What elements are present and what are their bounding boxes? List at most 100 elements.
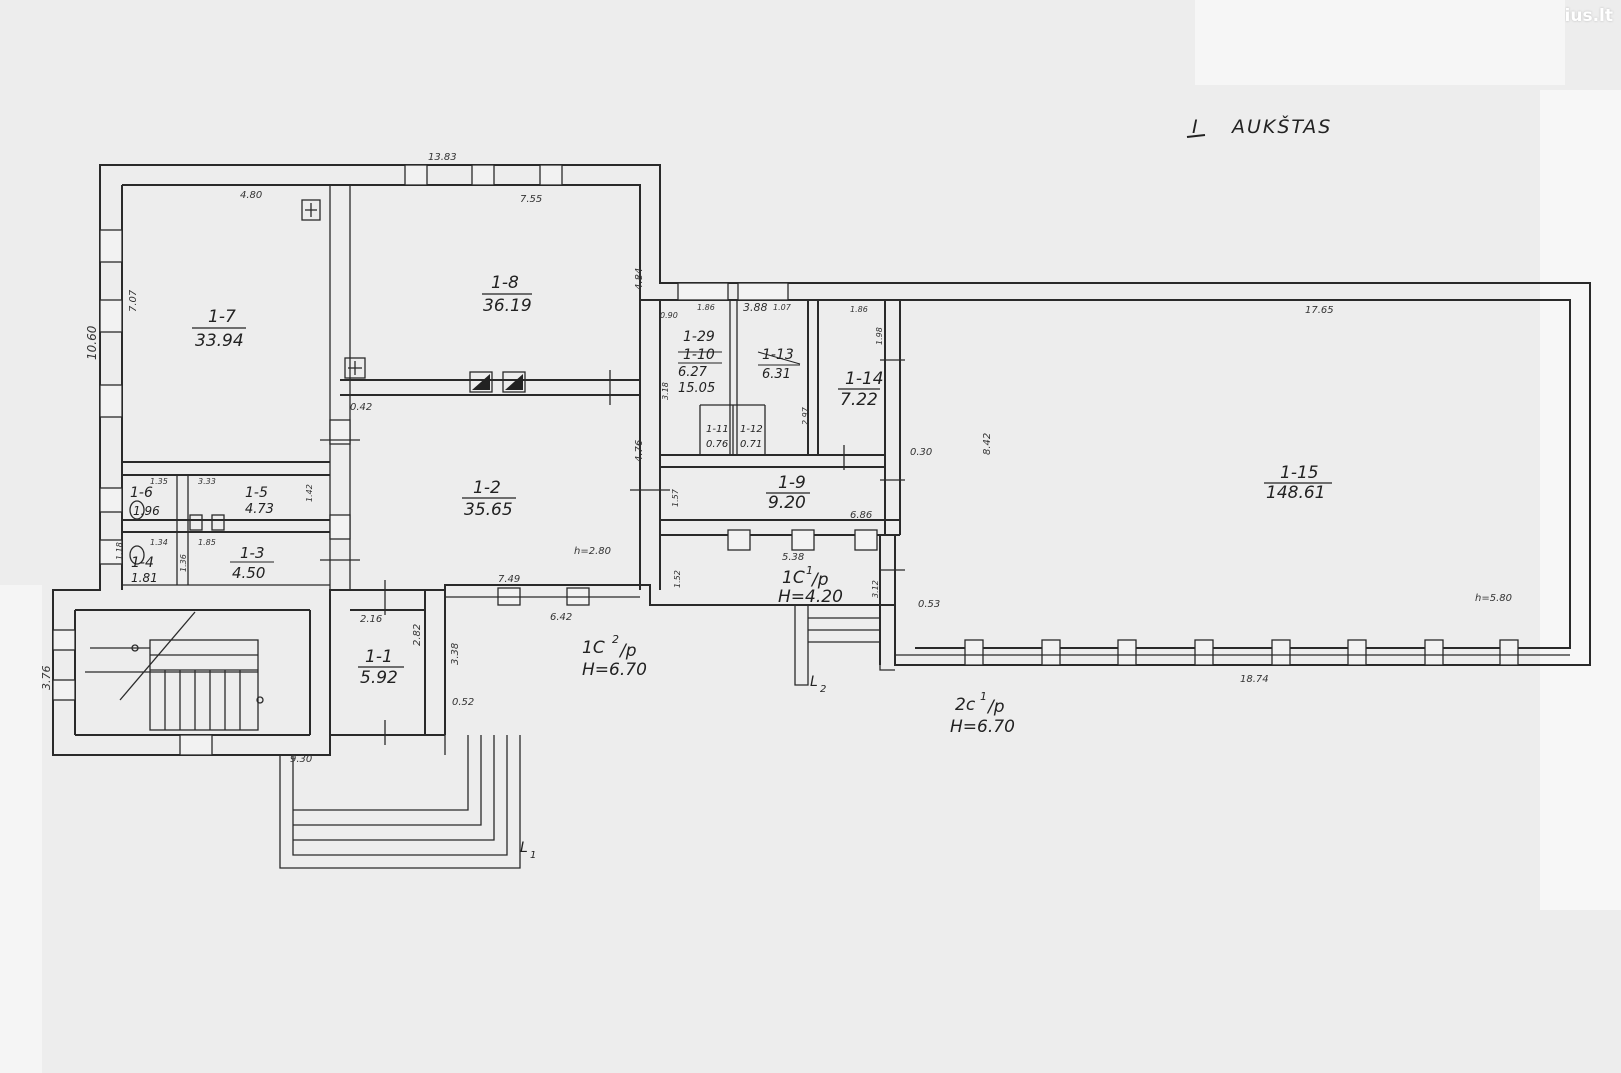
room-1-12: 1-12 0.71 [740,424,763,450]
floor-title-text: AUKŠTAS [1230,114,1332,138]
scan-artifact [0,585,42,1073]
svg-text:0.90: 0.90 [660,311,678,320]
scan-artifact [1195,0,1565,85]
svg-text:1C: 1C [782,568,805,588]
room-id: 1-15 [1280,463,1319,483]
svg-text:17.65: 17.65 [1305,305,1334,316]
svg-text:13.83: 13.83 [428,152,457,163]
entrance-steps [279,605,895,869]
svg-text:0.52: 0.52 [452,697,474,708]
svg-text:3.88: 3.88 [743,301,768,314]
toilet-icon [129,545,145,565]
dimension-labels: 13.83 4.80 7.55 7.07 10.60 4.84 0.42 4.7… [40,152,1512,765]
svg-text:1.98: 1.98 [875,327,884,345]
svg-text:4.76: 4.76 [634,440,645,462]
room-1-15: 1-15 148.61 [1264,463,1332,503]
svg-text:1: 1 [530,850,536,861]
svg-text:1: 1 [806,564,813,577]
room-1-3: 1-3 4.50 [230,544,274,582]
room-area: 36.19 [483,296,532,316]
room-area: 4.73 [245,502,274,517]
room-id: 1-14 [845,369,884,389]
svg-text:1C: 1C [582,638,605,658]
vent-icon [301,199,321,221]
room-area: 35.65 [464,500,513,520]
svg-text:3.12: 3.12 [871,580,880,598]
svg-text:2: 2 [820,684,826,695]
scan-artifact [1540,90,1621,910]
toilet-icon [129,500,145,520]
svg-text:L: L [810,674,818,690]
room-1-8: 1-8 36.19 [482,273,532,316]
room-1-14: 1-14 7.22 [838,369,884,410]
svg-text:0.53: 0.53 [918,599,940,610]
svg-text:1.42: 1.42 [305,484,314,502]
svg-text:1.18: 1.18 [115,542,124,560]
room-id: 1-7 [208,307,236,327]
fixtures [129,199,526,565]
svg-text:18.74: 18.74 [1240,674,1269,685]
svg-text:2: 2 [612,633,619,646]
chimney-icon [502,371,526,393]
room-id: 1-11 [706,424,729,435]
room-1-4: 1-4 1.81 [131,555,158,585]
stair-label-l1: L 1 [520,840,536,861]
svg-text:/p: /p [618,641,637,661]
svg-text:1.85: 1.85 [198,538,216,547]
room-id: 1-1 [365,647,393,667]
svg-text:1.07: 1.07 [773,303,792,312]
svg-text:2c: 2c [955,695,976,715]
windows [52,164,1570,756]
floor-roman-numeral: I [1192,116,1200,138]
svg-text:L: L [520,840,528,856]
room-1-1: 1-1 5.92 [358,647,404,688]
room-1-13: 1-13 6.31 [757,347,801,382]
room-id: 1-3 [240,544,265,562]
svg-text:4.84: 4.84 [634,268,645,290]
interior-walls [122,184,901,736]
exterior-walls [52,164,1591,756]
room-1-6: 1-6 1.96 [130,485,160,518]
chimney-fill [472,374,490,390]
room-area: 1.81 [131,571,158,585]
svg-text:H=6.70: H=6.70 [582,660,647,680]
svg-text:2.97: 2.97 [801,406,810,425]
room-1-2: 1-2 35.65 [462,478,516,520]
svg-text:H=4.20: H=4.20 [778,587,843,607]
room-id: 1-9 [778,473,806,493]
room-id: 1-6 [130,485,153,501]
annotation-1c2p: 1C 2 /p H=6.70 [582,633,647,680]
room-area: 9.20 [768,493,806,513]
room-id: 1-5 [245,485,268,501]
room-sub-id: 1-10 [683,347,715,363]
svg-text:1.86: 1.86 [697,303,715,312]
svg-text:/p: /p [810,570,829,590]
svg-text:7.49: 7.49 [498,574,520,585]
svg-text:7.55: 7.55 [520,194,542,205]
svg-text:1.52: 1.52 [673,570,682,588]
room-area: 6.31 [762,367,791,382]
svg-text:1.34: 1.34 [150,538,168,547]
room-1-5: 1-5 4.73 [245,485,274,517]
room-sub-area: 6.27 [678,365,708,380]
svg-text:4.80: 4.80 [240,190,262,201]
room-area: 7.22 [840,390,878,410]
svg-text:1.57: 1.57 [671,488,680,507]
room-area: 0.76 [706,439,728,450]
room-id: 1-12 [740,424,763,435]
svg-text:h=5.80: h=5.80 [1475,593,1512,604]
svg-text:0.42: 0.42 [350,402,372,413]
sink-icon [189,514,203,531]
room-1-11: 1-11 0.76 [706,424,729,450]
svg-text:/p: /p [986,697,1005,717]
svg-text:10.60: 10.60 [85,325,99,360]
svg-text:3.33: 3.33 [198,477,216,486]
chimney-icon [469,371,493,393]
room-id: 1-4 [131,555,154,571]
title-underline [1186,134,1206,138]
svg-text:2.82: 2.82 [412,624,423,646]
room-area: 33.94 [195,331,244,351]
room-area: 15.05 [678,381,715,396]
sink-icon [211,514,225,531]
